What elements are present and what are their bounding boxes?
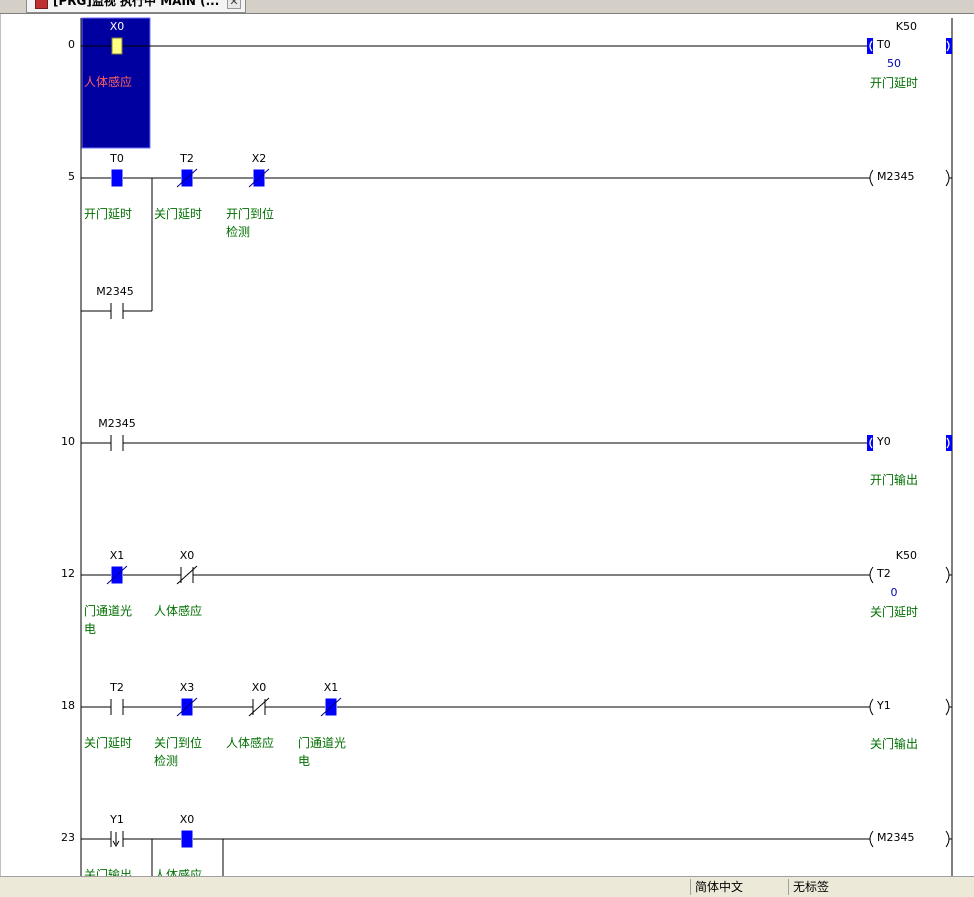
rung-5-contact-t2-nc-slash: [176, 168, 198, 188]
status-language: 简体中文: [690, 879, 785, 895]
rung-12-contact-x0-comment: 人体感应: [154, 603, 202, 618]
tab-title: [PRG]监视 执行中 MAIN (...: [53, 0, 220, 8]
rung-12-contact-x1-comment: 电: [84, 622, 96, 636]
rung-5-contact-x2-nc-slash: [248, 168, 270, 188]
rung-5-contact-t0-device-label: T0: [109, 152, 124, 165]
rung-12-coil-t2-device-label: T2: [876, 567, 891, 580]
rung-23-coil-m2345-left-paren[interactable]: [869, 830, 874, 848]
rung-0-coil-t0-device-label: T0: [876, 38, 891, 51]
rung-23-contact-y1-pulse-head: [112, 840, 120, 847]
rung-18-contact-x0-device-label: X0: [252, 681, 267, 694]
rung-5-contact-x2-comment: 开门到位: [226, 206, 274, 221]
rung-23-contact-x0-comment: 人体感应: [154, 867, 202, 876]
rung-0-contact-x0-device-label: X0: [110, 20, 125, 33]
tab-bar: [PRG]监视 执行中 MAIN (... ✕: [0, 0, 974, 14]
rung-5-contact-x2-device-label: X2: [252, 152, 267, 165]
status-label: 无标签: [788, 879, 879, 895]
rung-18-coil-y1-comment: 关门输出: [870, 736, 918, 751]
rung-10-contact-m2345-device-label: M2345: [98, 417, 136, 430]
rung-18-contact-x3-comment: 检测: [154, 753, 178, 768]
rung-10-coil-y0-right-paren-mark: [946, 437, 950, 449]
rung-0-contact-x0-energized-contact[interactable]: [111, 37, 123, 55]
rung-12-contact-x1-comment: 门通道光: [84, 603, 132, 618]
rung-18-contact-x1-nc-slash: [320, 697, 342, 717]
rung-5-branch-device-label: M2345: [96, 285, 134, 298]
rung-12-coil-t2-comment: 关门延时: [870, 604, 918, 619]
rung-12-coil-t2-setvalue: K50: [896, 549, 917, 562]
rung-18-contact-t2-device-label: T2: [109, 681, 124, 694]
ladder-program-icon: [35, 0, 48, 9]
rung-18-contact-t2-comment: 关门延时: [84, 735, 132, 750]
rung-12-coil-t2-current-value: 0: [891, 586, 898, 599]
rung-10-coil-y0-comment: 开门输出: [870, 472, 918, 487]
rung-5-contact-x2-comment: 检测: [226, 224, 250, 239]
rung-18-contact-x3-nc-slash: [176, 697, 198, 717]
rung-18-coil-y1-left-paren[interactable]: [869, 698, 874, 716]
rung-23-contact-x0-device-label: X0: [180, 813, 195, 826]
rung-5-contact-t2-comment: 关门延时: [154, 206, 202, 221]
rung-12-contact-x1-nc-slash: [106, 565, 128, 585]
rung-18-step-number: 18: [61, 699, 75, 712]
rung-5-coil-m2345-device-label: M2345: [877, 170, 915, 183]
rung-23-coil-m2345-right-paren[interactable]: [945, 830, 950, 848]
tab-main-program[interactable]: [PRG]监视 执行中 MAIN (... ✕: [26, 0, 246, 13]
rung-18-contact-x1-comment: 门通道光: [298, 735, 346, 750]
rung-23-contact-x0-energized-contact[interactable]: [181, 830, 193, 848]
rung-0-coil-t0-comment: 开门延时: [870, 75, 918, 90]
rung-10-step-number: 10: [61, 435, 75, 448]
rung-18-contact-x1-comment: 电: [298, 754, 310, 768]
rung-5-coil-m2345-right-paren[interactable]: [945, 169, 950, 187]
rung-18-contact-x1-device-label: X1: [324, 681, 339, 694]
rung-23-contact-y1-device-label: Y1: [109, 813, 124, 826]
rung-18-coil-y1-right-paren[interactable]: [945, 698, 950, 716]
rung-10-coil-y0-device-label: Y0: [876, 435, 891, 448]
rung-12-step-number: 12: [61, 567, 75, 580]
close-icon[interactable]: ✕: [227, 0, 241, 9]
rung-0-contact-x0-comment: 人体感应: [84, 74, 132, 89]
rung-5-contact-t0-comment: 开门延时: [84, 206, 132, 221]
rung-0-coil-t0-right-paren-mark: [946, 40, 950, 52]
rung-12-contact-x0-device-label: X0: [180, 549, 195, 562]
rung-18-contact-x0-comment: 人体感应: [226, 735, 274, 750]
rung-12-contact-x1-device-label: X1: [110, 549, 125, 562]
rung-5-step-number: 5: [68, 170, 75, 183]
rung-23-contact-y1-comment: 关门输出: [84, 867, 132, 876]
rung-18-coil-y1-device-label: Y1: [876, 699, 891, 712]
rung-12-coil-t2-right-paren[interactable]: [945, 566, 950, 584]
rung-18-contact-x0-nc-slash: [248, 697, 270, 717]
ladder-diagram[interactable]: 0X0人体感应T0K5050开门延时5T0开门延时T2关门延时X2开门到位检测M…: [1, 14, 974, 876]
rung-10-coil-y0-left-paren-mark: [869, 437, 873, 449]
rung-23-coil-m2345-device-label: M2345: [877, 831, 915, 844]
rung-0-step-number: 0: [68, 38, 75, 51]
rung-0-coil-t0-left-paren-mark: [869, 40, 873, 52]
rung-0-coil-t0-setvalue: K50: [896, 20, 917, 33]
rung-5-contact-t0-energized-contact[interactable]: [111, 169, 123, 187]
status-bar: 简体中文 无标签: [0, 876, 974, 897]
rung-5-contact-t2-device-label: T2: [179, 152, 194, 165]
rung-12-contact-x0-nc-slash: [176, 565, 198, 585]
rung-5-coil-m2345-left-paren[interactable]: [869, 169, 874, 187]
rung-12-coil-t2-left-paren[interactable]: [869, 566, 874, 584]
rung-18-contact-x3-device-label: X3: [180, 681, 195, 694]
rung-18-contact-x3-comment: 关门到位: [154, 735, 202, 750]
rung-23-step-number: 23: [61, 831, 75, 844]
rung-0-coil-t0-current-value: 50: [887, 57, 901, 70]
